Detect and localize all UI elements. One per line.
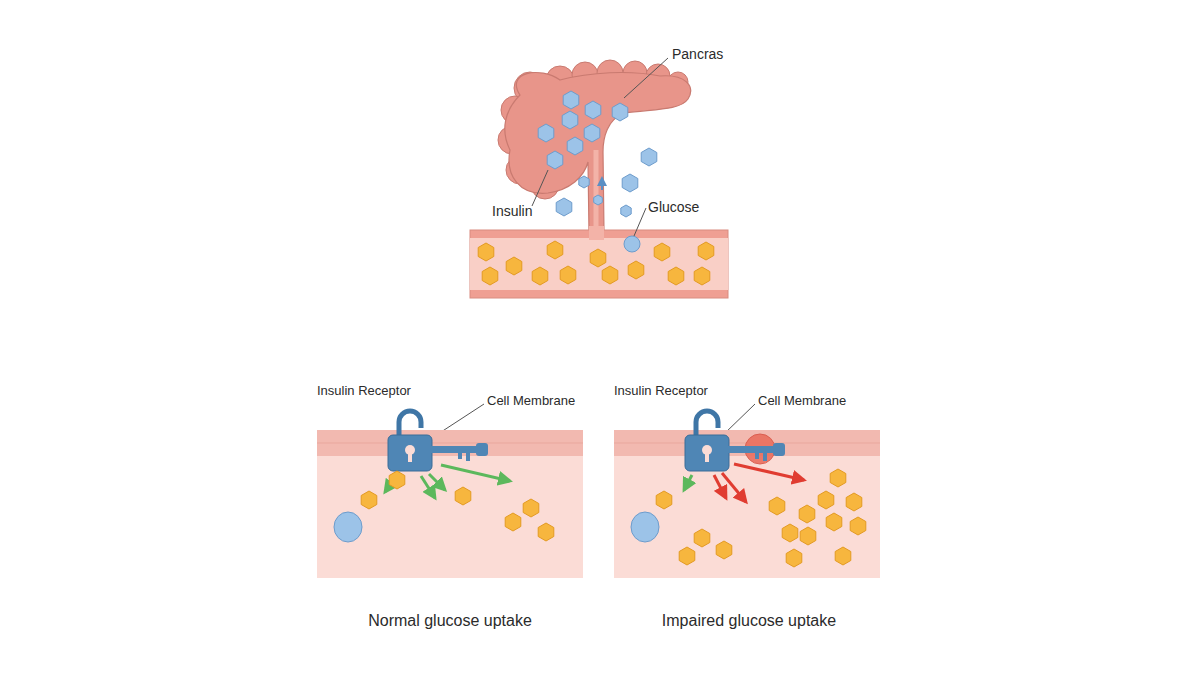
glucose-molecule [654, 243, 670, 261]
glucose-molecule [799, 505, 815, 523]
panel-caption: Impaired glucose uptake [662, 612, 836, 630]
glucose-molecule [826, 513, 842, 531]
leader-line [624, 58, 668, 98]
part-label: Glucose [648, 199, 699, 215]
vessel-lumen [470, 238, 728, 290]
insulin-molecule [538, 124, 554, 142]
glucose-molecule [800, 527, 816, 545]
glucose-molecule [716, 541, 732, 559]
cell-interior [317, 430, 583, 578]
insulin-key [725, 446, 773, 453]
uptake-arrow [684, 475, 692, 490]
glucose-molecule [679, 547, 695, 565]
cell-interior [614, 430, 880, 578]
leader-line [634, 208, 646, 236]
part-label: Cell Membrane [487, 394, 575, 409]
keyhole [705, 452, 709, 462]
insulin-molecule [585, 101, 601, 119]
uptake-arrow [441, 465, 510, 481]
insulin-molecule [579, 176, 589, 188]
uptake-arrow [714, 475, 726, 498]
vessel-wall [470, 230, 728, 298]
leader-line [532, 170, 548, 206]
glucose-molecule [694, 267, 710, 285]
glucose-molecule [850, 517, 866, 535]
part-label: Pancras [672, 46, 723, 62]
insulin-molecule [612, 103, 628, 121]
insulin-key [428, 446, 476, 453]
uptake-arrow [734, 464, 804, 480]
insulin-molecule [594, 195, 603, 205]
glucose-molecule [506, 257, 522, 275]
impaired-cell-panel [614, 411, 880, 578]
glucose-molecule [694, 529, 710, 547]
part-label: Cell Membrane [758, 394, 846, 409]
glucose-molecule [505, 513, 521, 531]
glucose-molecule [538, 523, 554, 541]
insulin-molecule [563, 91, 579, 109]
insulin-molecule [622, 174, 638, 192]
insulin-molecule [334, 512, 362, 542]
duct-junction [589, 226, 604, 240]
glucose-molecule [361, 491, 377, 509]
glucose-molecule [656, 491, 672, 509]
glucose-molecule [786, 549, 802, 567]
insulin-molecule [547, 151, 563, 169]
glucose-molecule [523, 499, 539, 517]
key-bow [476, 443, 488, 456]
leader-line [438, 404, 484, 434]
glucose-molecule [698, 242, 714, 260]
glucose-molecule [590, 249, 606, 267]
insulin-molecule [624, 236, 640, 252]
glucose-molecule [389, 471, 405, 489]
glucose-molecule [668, 267, 684, 285]
insulin-molecule [584, 124, 600, 142]
glucose-molecule [846, 493, 862, 511]
glucose-molecule [560, 266, 576, 284]
lock-shackle [399, 411, 421, 437]
normal-cell-panel [317, 411, 583, 578]
pancreatic-duct [594, 150, 599, 232]
glucose-molecule [782, 524, 798, 542]
membrane-line [317, 443, 583, 444]
glucose-molecule [478, 243, 494, 261]
glucose-molecule [830, 469, 846, 487]
keyhole [408, 452, 412, 462]
glucose-molecule [628, 261, 644, 279]
key-bow [773, 443, 785, 456]
lock-shackle [696, 411, 718, 437]
glucose-molecule [818, 491, 834, 509]
insulin-molecule [631, 512, 659, 542]
insulin-molecule [641, 148, 657, 166]
glucose-molecule [769, 497, 785, 515]
insulin-molecule [556, 198, 572, 216]
part-label: Insulin Receptor [317, 384, 411, 399]
insulin-molecule [562, 111, 578, 129]
part-label: Insulin [492, 203, 532, 219]
leader-line [724, 404, 755, 434]
insulin-molecule [621, 205, 631, 217]
panel-caption: Normal glucose uptake [368, 612, 532, 630]
key-teeth [755, 453, 767, 461]
insulin-receptor [388, 435, 432, 471]
glucose-molecule [602, 266, 618, 284]
insulin-molecule [567, 137, 583, 155]
uptake-arrow [722, 473, 746, 502]
glucose-molecule [547, 241, 563, 259]
part-label: Insulin Receptor [614, 384, 708, 399]
insulin-receptor [685, 435, 729, 471]
key-teeth [458, 453, 470, 461]
uptake-arrow [429, 474, 445, 490]
glucose-molecule [455, 487, 471, 505]
glucose-molecule [482, 267, 498, 285]
cell-membrane [317, 430, 583, 456]
glucose-molecule [532, 267, 548, 285]
glucose-molecule [835, 547, 851, 565]
secretion-arrow [601, 178, 603, 190]
blood-vessel [470, 226, 728, 298]
